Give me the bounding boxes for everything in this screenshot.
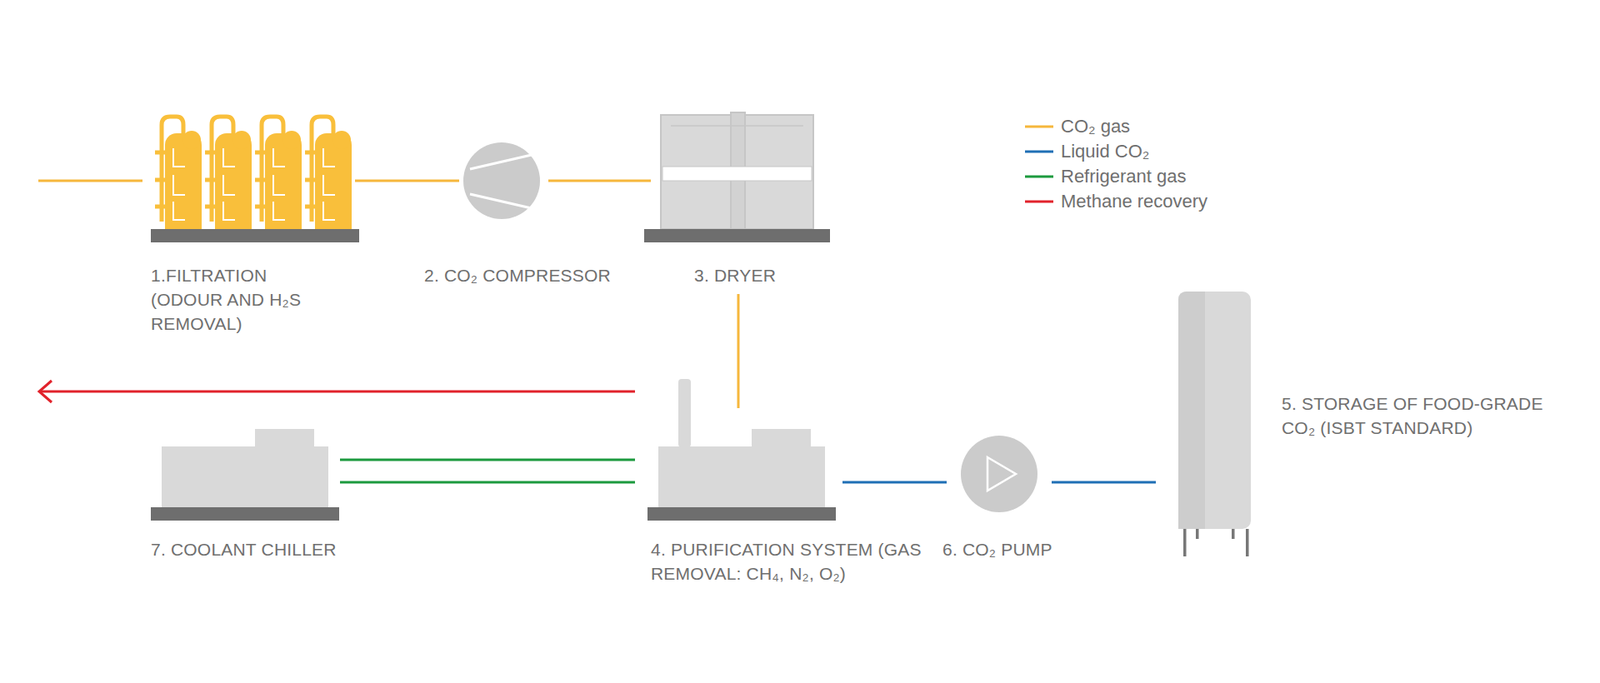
pipe-connector — [340, 459, 635, 462]
equipment-label: 7. COOLANT CHILLER — [150, 537, 337, 562]
equipment-icon — [150, 115, 360, 243]
equipment-node: 1.FILTRATION (ODOUR AND H₂S REMOVAL) — [150, 115, 360, 243]
filter-tank — [255, 116, 302, 230]
compressor-blades — [470, 154, 535, 210]
equipment-node: 5. STORAGE OF FOOD-GRADE CO₂ (ISBT STAND… — [1178, 291, 1251, 530]
legend-swatch — [1025, 199, 1054, 205]
base-plate — [647, 507, 836, 521]
equipment-icon — [960, 435, 1038, 513]
legend-text: Methane recovery — [1060, 190, 1208, 214]
legend-text: Liquid CO₂ — [1060, 140, 1150, 164]
equipment-icon — [161, 446, 329, 508]
tank-leg — [1195, 529, 1200, 540]
tank-leg — [1245, 529, 1250, 557]
pump-symbol — [987, 457, 1016, 491]
chiller-body — [161, 446, 329, 508]
legend-row: Refrigerant gas — [1025, 164, 1208, 190]
inlet-pipe — [38, 180, 143, 183]
filter-tank — [305, 116, 352, 230]
pipe-connector — [842, 481, 947, 485]
legend-swatch — [1025, 124, 1054, 130]
pipe-connector — [548, 180, 651, 183]
dryer-line — [670, 125, 804, 127]
tank-leg — [1183, 529, 1187, 557]
equipment-icon — [658, 446, 825, 508]
pump-body — [960, 435, 1038, 513]
equipment-icon — [1178, 291, 1251, 530]
legend-text: Refrigerant gas — [1060, 165, 1186, 189]
methane-arrowhead — [39, 380, 52, 403]
chiller-top — [255, 429, 315, 448]
dryer-band — [662, 166, 812, 181]
pipe-connector — [1051, 481, 1156, 485]
equipment-node: 3. DRYER — [660, 112, 814, 288]
pipe-connector — [340, 481, 635, 485]
purifier-body — [658, 446, 825, 508]
base-plate — [150, 229, 360, 243]
equipment-label: 3. DRYER — [660, 263, 814, 288]
equipment-node: 2. CO₂ COMPRESSOR — [463, 142, 540, 220]
legend-text: CO₂ gas — [1060, 115, 1130, 139]
equipment-node: 7. COOLANT CHILLER — [161, 446, 329, 508]
chimney — [678, 379, 691, 448]
equipment-label: 1.FILTRATION (ODOUR AND H₂S REMOVAL) — [150, 263, 328, 336]
legend-swatch — [1025, 174, 1054, 180]
purifier-top — [751, 429, 811, 448]
legend-swatch — [1025, 149, 1054, 155]
equipment-node: 4. PURIFICATION SYSTEM (GAS REMOVAL: CH₄… — [658, 446, 825, 508]
pipe-connector — [737, 294, 740, 409]
legend: CO₂ gasLiquid CO₂Refrigerant gasMethane … — [1025, 114, 1208, 215]
methane-line — [40, 390, 635, 394]
pipe-connector — [355, 180, 460, 183]
legend-row: Methane recovery — [1025, 189, 1208, 215]
base-plate — [644, 229, 830, 243]
legend-row: CO₂ gas — [1025, 114, 1208, 140]
equipment-icon — [463, 142, 540, 220]
compressor-body — [463, 142, 540, 220]
equipment-node: 6. CO₂ PUMP — [960, 435, 1038, 513]
equipment-label: 5. STORAGE OF FOOD-GRADE CO₂ (ISBT STAND… — [1281, 391, 1570, 440]
tank-leg — [1231, 529, 1235, 540]
tank-shade — [1178, 291, 1205, 530]
base-plate — [150, 507, 340, 521]
tank-body — [1178, 291, 1251, 530]
filter-tank — [205, 116, 252, 230]
equipment-label: 2. CO₂ COMPRESSOR — [424, 263, 611, 288]
filter-tank — [155, 116, 202, 230]
equipment-label: 4. PURIFICATION SYSTEM (GAS REMOVAL: CH₄… — [650, 537, 930, 586]
equipment-label: 6. CO₂ PUMP — [942, 537, 1053, 562]
equipment-icon — [660, 112, 814, 243]
legend-row: Liquid CO₂ — [1025, 139, 1208, 165]
